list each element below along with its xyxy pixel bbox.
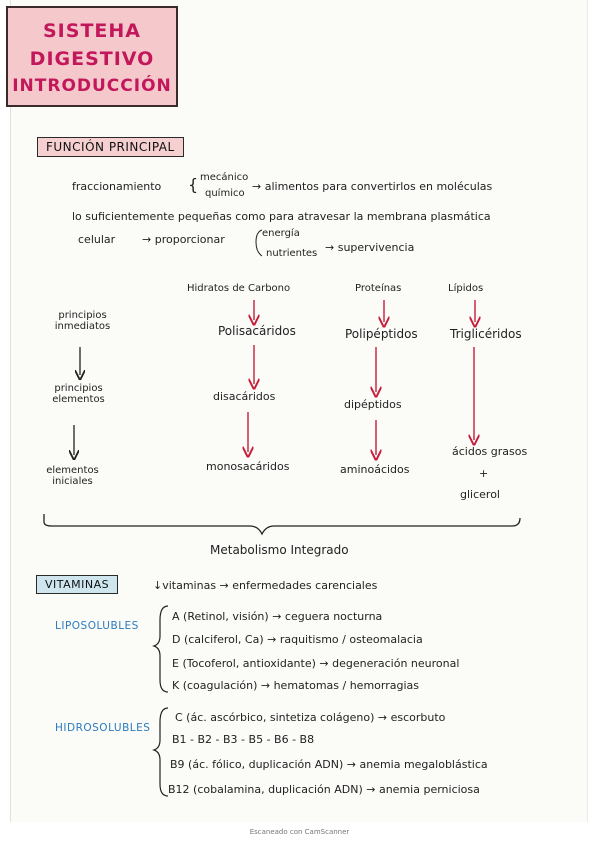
disacaridos: disacáridos <box>213 390 276 403</box>
suficientemente-text: lo suficientemente pequeñas como para at… <box>72 210 491 223</box>
vitaminas-tag: VITAMINAS <box>36 575 119 594</box>
plus-sign: + <box>479 467 489 480</box>
title-line-3: INTRODUCCIÓN <box>12 76 172 96</box>
glicerol: glicerol <box>460 488 500 501</box>
vitamin-a: A (Retinol, visión) → ceguera nocturna <box>172 610 383 623</box>
vitamin-b12: B12 (cobalamina, duplicación ADN) → anem… <box>168 783 480 796</box>
nutrientes-text: nutrientes <box>266 248 318 259</box>
header-proteinas: Proteínas <box>355 283 402 294</box>
proporcionar-text: → proporcionar <box>142 233 225 246</box>
title-line-1: SISTEHA <box>43 20 141 42</box>
brace-symbol: { <box>188 175 199 194</box>
trigliceridos: Triglicéridos <box>450 327 522 341</box>
vitaminas-header: ↓vitaminas → enfermedades carenciales <box>153 579 378 592</box>
hidro-brace <box>152 707 169 797</box>
vitamin-k: K (coagulación) → hematomas / hemorragia… <box>172 679 419 692</box>
fraccionamiento-text: fraccionamiento <box>72 180 162 193</box>
metabolismo-brace <box>43 514 521 536</box>
aminoacidos: aminoácidos <box>340 463 410 476</box>
vitamin-b-group: B1 - B2 - B3 - B5 - B6 - B8 <box>172 733 315 746</box>
lipo-brace <box>152 605 169 693</box>
polipeptidos: Polipéptidos <box>345 327 418 341</box>
celular-text: celular <box>78 233 116 246</box>
scanner-footer: Escaneado con CamScanner <box>249 828 350 836</box>
dipeptidos: dipéptidos <box>344 398 402 411</box>
polisacaridos: Polisacáridos <box>218 324 296 338</box>
hidrosolubles-label: HIDROSOLUBLES <box>55 722 151 734</box>
energia-brace <box>255 229 263 257</box>
elementos-iniciales: elementos iniciales <box>46 465 99 487</box>
funcion-principal-tag: FUNCIÓN PRINCIPAL <box>37 137 184 157</box>
monosacaridos: monosacáridos <box>206 460 290 473</box>
vitamin-d: D (calciferol, Ca) → raquitismo / osteom… <box>172 633 423 646</box>
mecanico-text: mecánico <box>200 172 249 183</box>
energia-text: energía <box>262 228 300 239</box>
title-line-2: DIGESTIVO <box>29 48 155 70</box>
acidos-grasos: ácidos grasos <box>452 445 528 458</box>
vitamin-b9: B9 (ác. fólico, duplicación ADN) → anemi… <box>170 758 488 771</box>
quimico-text: químico <box>205 188 245 199</box>
header-hidratos: Hidratos de Carbono <box>187 283 291 294</box>
principios-elementos: principios elementos <box>52 383 105 405</box>
vitamin-c: C (ác. ascórbico, sintetiza colágeno) → … <box>175 711 446 724</box>
liposolubles-label: LIPOSOLUBLES <box>55 620 139 632</box>
principios-inmediatos: principios inmediatos <box>54 310 111 332</box>
header-lipidos: Lípidos <box>448 283 484 294</box>
title-box: SISTEHA DIGESTIVO INTRODUCCIÓN <box>6 6 178 107</box>
alimentos-text: → alimentos para convertirlos en molécul… <box>252 180 493 193</box>
supervivencia-text: → supervivencia <box>325 241 415 254</box>
metabolismo-integrado: Metabolismo Integrado <box>210 543 349 557</box>
vitamin-e: E (Tocoferol, antioxidante) → degeneraci… <box>172 657 460 670</box>
